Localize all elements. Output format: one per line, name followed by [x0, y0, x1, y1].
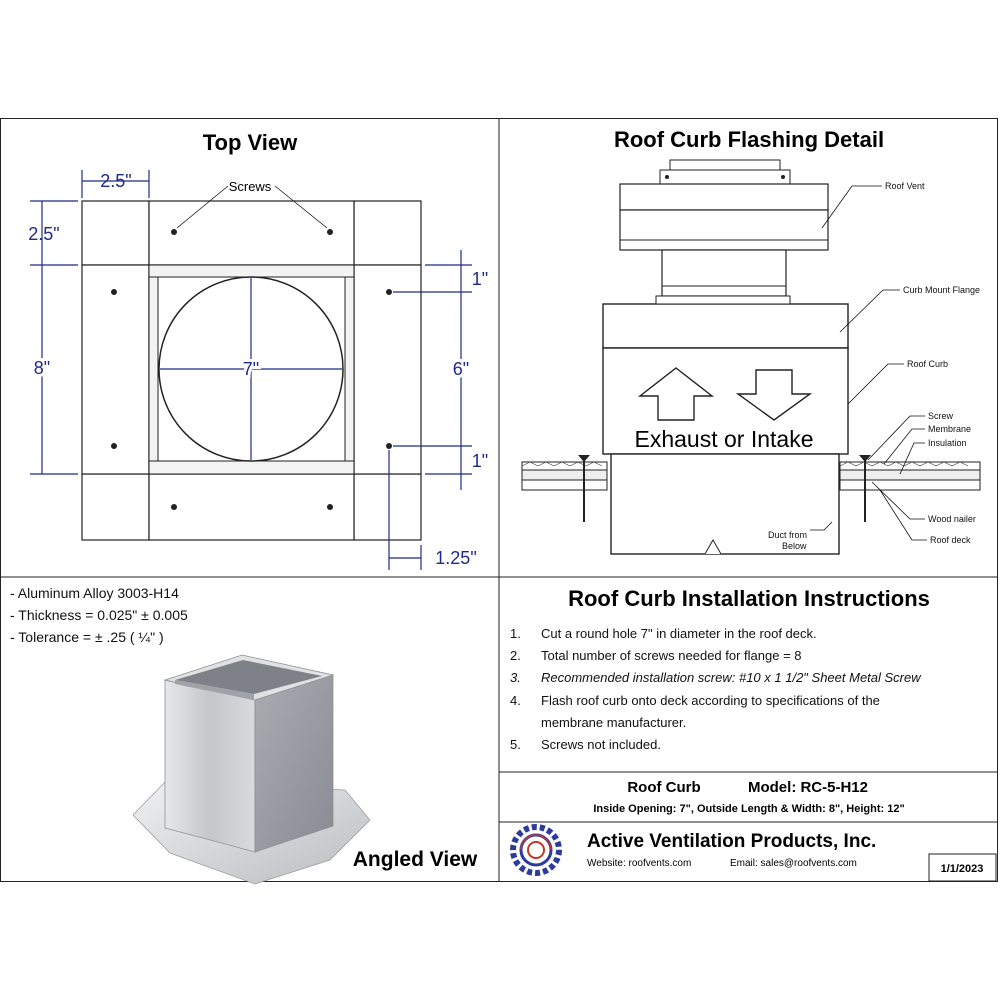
- exhaust-or-intake-label: Exhaust or Intake: [635, 426, 814, 452]
- angled-view-label: Angled View: [353, 848, 478, 871]
- top-view-title: Top View: [203, 130, 298, 155]
- curb-mount-flange-label: Curb Mount Flange: [903, 285, 980, 295]
- company-panel: Active Ventilation Products, Inc. Websit…: [510, 824, 997, 882]
- company-email: Email: sales@roofvents.com: [730, 858, 857, 869]
- instr-text-1: Cut a round hole 7" in diameter in the r…: [541, 626, 817, 641]
- dim-2-5-top: 2.5": [100, 171, 131, 191]
- spec-thickness: - Thickness = 0.025" ± 0.005: [10, 607, 188, 623]
- dim-1-bottom: 1": [472, 451, 488, 471]
- roof-vent-cap: [619, 183, 829, 211]
- dim-7: 7": [243, 359, 259, 379]
- insulation-label: Insulation: [928, 438, 967, 448]
- dim-1-top: 1": [472, 269, 488, 289]
- instr-num-2: 2.: [510, 648, 521, 663]
- screw-holes: [111, 229, 392, 510]
- instr-text-4: Flash roof curb onto deck according to s…: [541, 693, 880, 708]
- instr-num-5: 5.: [510, 737, 521, 752]
- spec-alloy: - Aluminum Alloy 3003-H14: [10, 585, 179, 601]
- roof-curb-body: [602, 347, 849, 455]
- duct: [610, 453, 840, 555]
- flashing-detail: Roof Curb Flashing Detail Exhaust or Int…: [521, 127, 981, 555]
- drawing-date: 1/1/2023: [941, 863, 984, 875]
- instructions-panel: Roof Curb Installation Instructions 1. C…: [510, 586, 930, 752]
- company-name: Active Ventilation Products, Inc.: [587, 831, 876, 852]
- model-dimensions: Inside Opening: 7", Outside Length & Wid…: [593, 803, 904, 815]
- instr-num-1: 1.: [510, 626, 521, 641]
- membrane-label: Membrane: [928, 424, 971, 434]
- wood-nailer-label: Wood nailer: [928, 514, 976, 524]
- right-flange: [353, 264, 422, 475]
- company-website: Website: roofvents.com: [587, 858, 691, 869]
- angled-view-image: [132, 654, 371, 885]
- instr-text-3: Recommended installation screw: #10 x 1 …: [541, 670, 922, 685]
- duct-label-1: Duct from: [768, 530, 807, 540]
- spec-tolerance: - Tolerance = ± .25 ( ¼" ): [10, 629, 164, 645]
- flashing-title: Roof Curb Flashing Detail: [614, 127, 884, 152]
- bottom-flange: [148, 473, 355, 541]
- duct-label-2: Below: [782, 541, 807, 551]
- specs-panel: - Aluminum Alloy 3003-H14 - Thickness = …: [10, 585, 478, 885]
- roof-deck-label: Roof deck: [930, 535, 971, 545]
- instr-num-4: 4.: [510, 693, 521, 708]
- up-arrow-icon: [637, 367, 715, 421]
- instr-text-4b: membrane manufacturer.: [541, 715, 686, 730]
- company-logo: [510, 824, 562, 876]
- instr-text-2: Total number of screws needed for flange…: [541, 648, 802, 663]
- instructions-title: Roof Curb Installation Instructions: [568, 586, 930, 611]
- screws-label: Screws: [229, 179, 272, 194]
- model-number: Model: RC-5-H12: [748, 779, 868, 796]
- roof-vent-label: Roof Vent: [885, 181, 925, 191]
- left-flange: [81, 264, 150, 475]
- instr-num-3: 3.: [510, 670, 521, 685]
- top-view: Top View Screws: [28, 130, 488, 570]
- dim-6: 6": [453, 359, 469, 379]
- instr-text-5: Screws not included.: [541, 737, 661, 752]
- dim-1-25: 1.25": [435, 548, 476, 568]
- curb-mount-flange: [602, 303, 849, 349]
- screw-label: Screw: [928, 411, 954, 421]
- model-panel: Roof Curb Model: RC-5-H12 Inside Opening…: [593, 779, 904, 815]
- dim-8: 8": [34, 358, 50, 378]
- roof-curb-label: Roof Curb: [907, 359, 948, 369]
- model-name: Roof Curb: [627, 779, 700, 796]
- dim-2-5-left: 2.5": [28, 224, 59, 244]
- top-flange: [148, 200, 355, 266]
- down-arrow-icon: [735, 369, 813, 421]
